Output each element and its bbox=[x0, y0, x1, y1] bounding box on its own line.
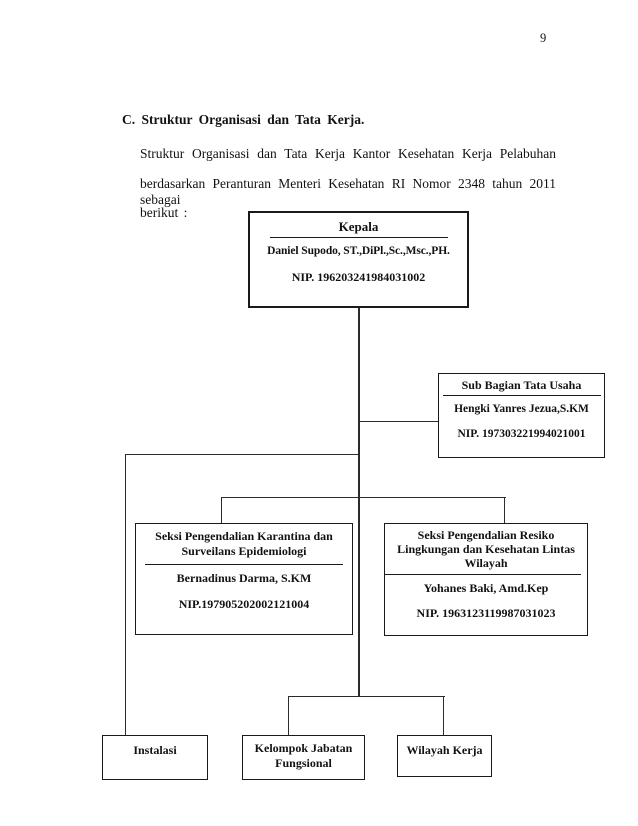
org-node-kelompok-jabatan-fungsional: Kelompok Jabatan Fungsional bbox=[242, 735, 365, 780]
node-title-line: Fungsional bbox=[275, 756, 332, 770]
connector-left-branch-vertical bbox=[125, 454, 127, 735]
node-title-line: Seksi Pengendalian Karantina dan bbox=[155, 529, 333, 543]
org-node-instalasi: Instalasi bbox=[102, 735, 208, 780]
connector-bottom-drop-left bbox=[288, 696, 290, 736]
node-title: Sub Bagian Tata Usaha bbox=[461, 378, 582, 392]
org-node-sub-bagian-tata-usaha: Sub Bagian Tata Usaha Hengki Yanres Jezu… bbox=[438, 373, 605, 458]
node-title-line: Seksi Pengendalian Resiko bbox=[417, 528, 555, 542]
node-title-line: Kelompok Jabatan bbox=[254, 741, 353, 755]
paragraph-line-1: Struktur Organisasi dan Tata Kerja Kanto… bbox=[140, 146, 556, 161]
page-number: 9 bbox=[540, 31, 547, 45]
node-title-line: Wilayah bbox=[464, 556, 508, 570]
connector-to-tata-usaha bbox=[359, 421, 439, 423]
connector-bottom-bracket bbox=[288, 696, 445, 698]
connector-seksi-bracket bbox=[221, 497, 506, 499]
connector-spine-vertical bbox=[358, 307, 360, 697]
node-nip: NIP. 196203241984031002 bbox=[291, 270, 426, 285]
node-title-line: Surveilans Epidemiologi bbox=[181, 544, 307, 558]
org-node-seksi-karantina: Seksi Pengendalian Karantina dan Surveil… bbox=[135, 523, 353, 635]
connector-bottom-drop-right bbox=[443, 696, 445, 736]
connector-seksi-drop-right bbox=[504, 497, 506, 524]
node-person-name: Yohanes Baki, Amd.Kep bbox=[423, 581, 549, 596]
title-underline bbox=[145, 564, 343, 566]
node-title: Wilayah Kerja bbox=[406, 743, 483, 757]
paragraph-line-3: berikut : bbox=[140, 205, 188, 220]
org-node-wilayah-kerja: Wilayah Kerja bbox=[397, 735, 492, 777]
section-heading: C. Struktur Organisasi dan Tata Kerja. bbox=[122, 112, 365, 127]
node-nip: NIP. 197303221994021001 bbox=[457, 428, 586, 441]
node-nip: NIP. 1963123119987031023 bbox=[416, 606, 556, 621]
connector-left-branch-horizontal bbox=[125, 454, 359, 456]
node-person-name: Hengki Yanres Jezua,S.KM bbox=[454, 403, 589, 416]
node-person-name: Daniel Supodo, ST.,DiPl.,Sc.,Msc.,PH. bbox=[267, 245, 450, 258]
org-node-seksi-resiko: Seksi Pengendalian Resiko Lingkungan dan… bbox=[384, 523, 588, 636]
org-node-kepala: Kepala Daniel Supodo, ST.,DiPl.,Sc.,Msc.… bbox=[248, 211, 469, 308]
node-title: Kepala bbox=[338, 219, 379, 234]
title-underline bbox=[385, 574, 581, 576]
node-title: Instalasi bbox=[133, 743, 177, 757]
connector-seksi-drop-left bbox=[221, 497, 223, 524]
paragraph-line-2: berdasarkan Peranturan Menteri Kesehatan… bbox=[140, 176, 556, 207]
node-title-line: Lingkungan dan Kesehatan Lintas bbox=[397, 542, 575, 556]
title-underline bbox=[442, 395, 601, 397]
node-person-name: Bernadinus Darma, S.KM bbox=[176, 571, 312, 586]
node-nip: NIP.197905202002121004 bbox=[178, 597, 310, 612]
title-underline bbox=[269, 237, 448, 239]
